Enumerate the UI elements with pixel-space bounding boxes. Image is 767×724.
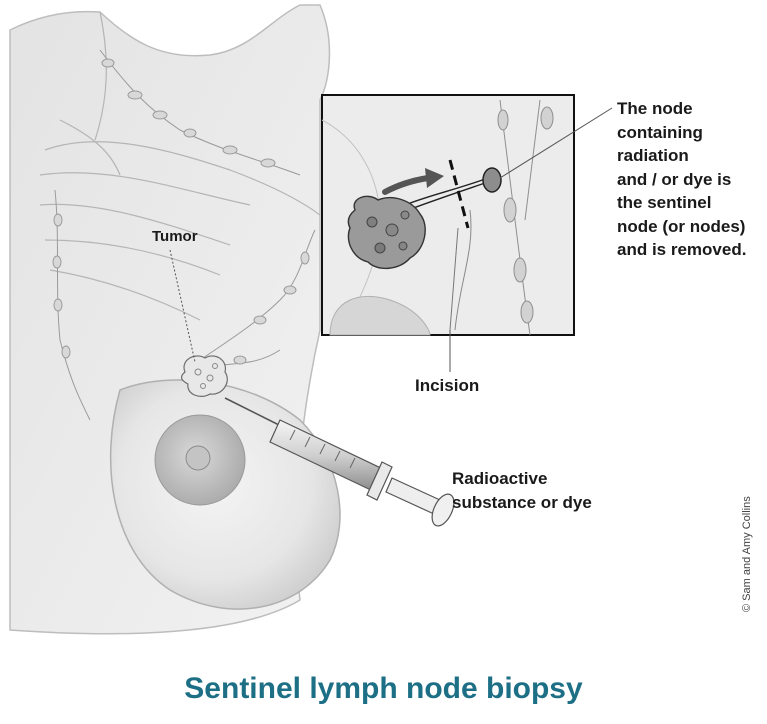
inset-panel xyxy=(322,95,574,335)
tumor-label: Tumor xyxy=(152,228,198,246)
sentinel-node xyxy=(483,168,501,192)
nipple xyxy=(186,446,210,470)
tumor xyxy=(182,356,228,396)
substance-label: Radioactive substance or dye xyxy=(452,467,592,515)
page-title: Sentinel lymph node biopsy xyxy=(0,672,767,706)
sentinel-node-label: The node containing radiation and / or d… xyxy=(617,97,746,262)
copyright-credit: © Sam and Amy Collins xyxy=(741,496,753,612)
incision-label: Incision xyxy=(415,374,479,398)
